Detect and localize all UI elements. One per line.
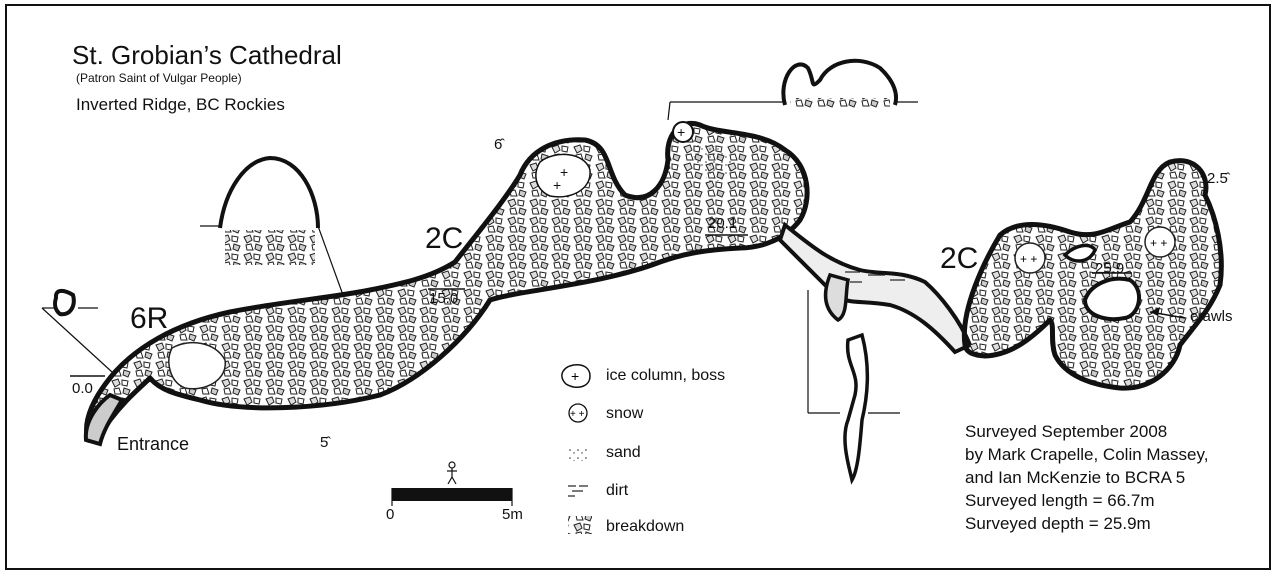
dirt-marks <box>845 271 905 283</box>
person-figure-icon <box>447 461 457 485</box>
snow-patch <box>168 341 226 390</box>
passage-label-2c-west: 2C <box>425 222 464 255</box>
map-location: Inverted Ridge, BC Rockies <box>76 95 285 114</box>
cross-section-entrance <box>53 288 76 317</box>
map-subtitle: (Patron Saint of Vulgar People) <box>76 71 242 85</box>
credits-line-4: Surveyed length = 66.7m <box>965 491 1155 510</box>
cave-passage-stub <box>823 272 851 323</box>
station-label-20: 20.1 <box>708 215 738 232</box>
ice-column-icon: + <box>561 363 591 389</box>
station-label-0: 0.0 <box>72 380 93 397</box>
breakdown-icon <box>568 516 592 534</box>
ice-boss-top <box>672 121 694 143</box>
ice-boss-dome <box>535 153 591 198</box>
cave-passage-main <box>84 121 810 443</box>
survey-credits: Surveyed September 2008 by Mark Crapelle… <box>965 420 1265 535</box>
station-label-hat-2-5: 2.5̂ <box>1207 170 1228 187</box>
scale-start-label: 0 <box>386 506 395 523</box>
credits-line-1: Surveyed September 2008 <box>965 422 1168 441</box>
svg-text:+ +: + + <box>1150 236 1167 250</box>
scale-end-label: 5m <box>502 506 523 523</box>
snow-icon: + + <box>568 403 588 423</box>
svg-text:+ +: + + <box>570 409 585 420</box>
station-label-hat-6: 6̂ <box>494 136 503 153</box>
legend-label-snow: snow <box>606 405 644 422</box>
station-label-15: 15.0 <box>429 290 459 307</box>
passage-label-2c-east: 2C <box>940 242 979 275</box>
cave-passage-east <box>961 158 1224 391</box>
svg-text:+: + <box>677 124 685 140</box>
credits-line-2: by Mark Crapelle, Colin Massey, <box>965 445 1209 464</box>
rock-pillar-small <box>1062 243 1097 263</box>
credits-line-3: and Ian McKenzie to BCRA 5 <box>965 468 1186 487</box>
snow-patch-east <box>1014 242 1046 274</box>
legend-label-ice-column: ice column, boss <box>606 367 726 384</box>
map-title: St. Grobian’s Cathedral <box>72 40 342 70</box>
sand-area <box>690 140 735 185</box>
svg-text:+: + <box>560 164 568 180</box>
dirt-icon <box>568 485 588 497</box>
cross-section-a <box>218 155 320 229</box>
svg-text:+: + <box>571 368 579 384</box>
legend-label-dirt: dirt <box>606 482 629 499</box>
entrance-label: Entrance <box>117 434 190 454</box>
legend-label-breakdown: breakdown <box>606 518 685 535</box>
map-frame <box>5 4 1271 570</box>
credits-line-5: Surveyed depth = 25.9m <box>965 514 1151 533</box>
snow-patch-east-2 <box>1144 226 1176 258</box>
entrance-passage <box>83 392 125 447</box>
station-label-hat-5: 5̂ <box>320 434 329 451</box>
station-label-25: 25.9 <box>1095 260 1125 277</box>
legend-label-sand: sand <box>606 444 641 461</box>
svg-text:+ +: + + <box>1020 252 1037 266</box>
crawls-label: crawls <box>1190 308 1233 325</box>
cross-section-b <box>781 58 899 106</box>
passage-label-6r: 6R <box>130 302 169 335</box>
sand-icon <box>568 447 588 461</box>
scale-bar <box>392 488 512 501</box>
rock-pillar <box>1082 276 1141 321</box>
cross-section-c <box>843 332 869 485</box>
svg-text:+: + <box>553 177 561 193</box>
